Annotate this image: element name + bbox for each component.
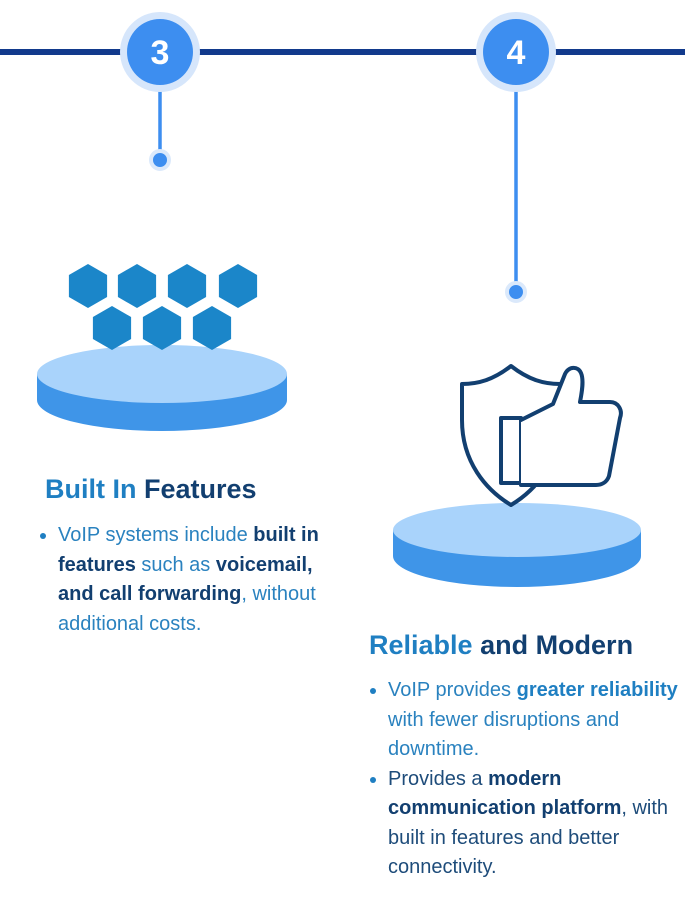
bullet-emphasis: modern communication platform bbox=[388, 767, 622, 820]
step-3-title-light: Built In bbox=[45, 474, 137, 504]
hexagon bbox=[142, 306, 182, 350]
step-3-platform bbox=[37, 345, 287, 431]
bullet-text: with fewer disruptions and downtime. bbox=[388, 708, 620, 761]
bullet-text: such as bbox=[135, 553, 216, 576]
step-3-bullets: VoIP systems include built in features s… bbox=[26, 521, 326, 639]
step-4-platform bbox=[393, 503, 641, 587]
list-item: Provides a modern communication platform… bbox=[388, 765, 685, 883]
bullet-emphasis: greater reliability bbox=[516, 679, 678, 701]
hexagon bbox=[92, 306, 132, 350]
list-item: VoIP systems include built in features s… bbox=[58, 521, 326, 639]
hexagon bbox=[68, 264, 108, 308]
hexagon bbox=[218, 264, 258, 308]
bullet-text: , without additional costs. bbox=[58, 583, 316, 635]
step-4-title-light: Reliable bbox=[369, 630, 473, 660]
bullet-emphasis: voicemail, and call forwarding bbox=[58, 553, 313, 606]
hexagon bbox=[117, 264, 157, 308]
shield-thumbs-up-icon bbox=[460, 364, 623, 507]
list-item: VoIP provides greater reliability with f… bbox=[388, 676, 685, 765]
step-3-connector-dot bbox=[149, 149, 171, 171]
hexagon-cluster-icon bbox=[68, 264, 258, 350]
step-3-title: Built In Features bbox=[45, 473, 257, 505]
hexagon bbox=[192, 306, 232, 350]
step-4-number: 4 bbox=[507, 34, 526, 72]
step-3-badge: 3 bbox=[120, 12, 200, 92]
bullet-emphasis: built in features bbox=[58, 524, 319, 576]
bullet-text: VoIP systems include bbox=[58, 524, 254, 546]
hexagon bbox=[167, 264, 207, 308]
bullet-text: Provides a bbox=[388, 767, 489, 790]
step-4-title: Reliable and Modern bbox=[369, 629, 633, 661]
step-3-title-dark: Features bbox=[144, 474, 257, 504]
step-4-title-dark: and Modern bbox=[480, 630, 634, 660]
bullet-text: , with built in features and better conn… bbox=[388, 797, 669, 878]
step-4-bullets: VoIP provides greater reliability with f… bbox=[356, 676, 685, 883]
bullet-text: VoIP provides bbox=[388, 679, 517, 701]
step-3-number: 3 bbox=[151, 34, 170, 72]
step-4-connector-dot bbox=[505, 281, 527, 303]
step-4-badge: 4 bbox=[476, 12, 556, 92]
